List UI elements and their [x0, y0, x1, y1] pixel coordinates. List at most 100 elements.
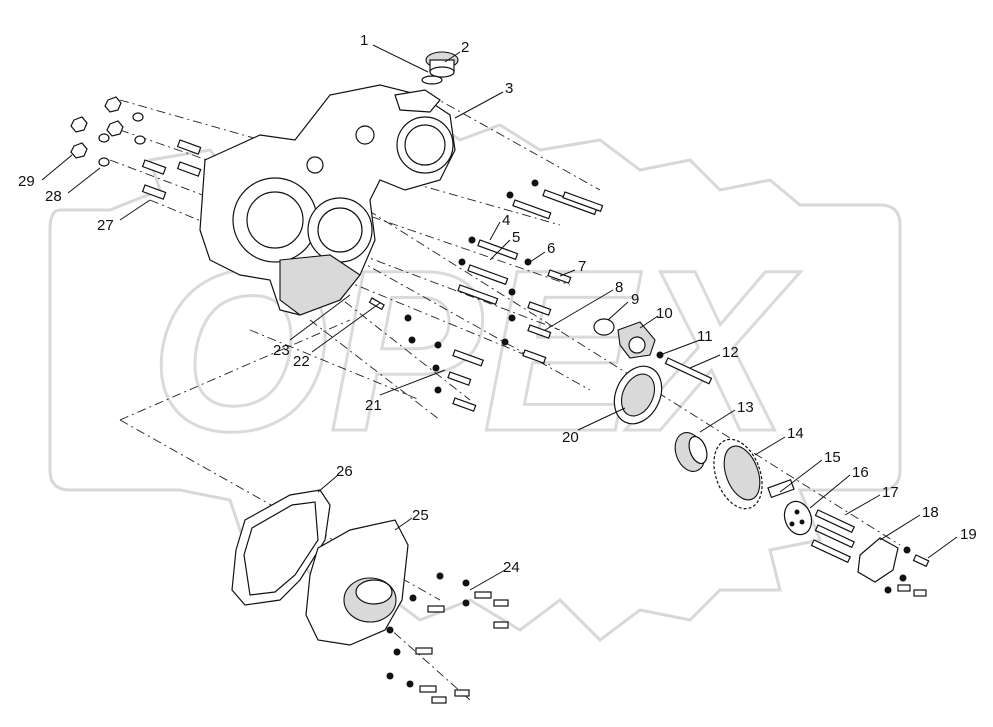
callout-label: 18: [922, 504, 939, 521]
leader-line: [809, 474, 851, 509]
axis-line: [109, 159, 561, 331]
washer-dot: [903, 546, 911, 554]
washer-dot: [884, 586, 892, 594]
leader-line: [489, 221, 501, 241]
callout-label: 14: [787, 425, 804, 442]
short-bolt: [897, 584, 911, 592]
callout-label: 22: [293, 353, 310, 370]
short-bolt: [547, 269, 572, 284]
washer-dot: [386, 626, 394, 634]
washer-dot: [458, 258, 466, 266]
leader-line: [639, 315, 659, 329]
short-bolt: [454, 689, 470, 697]
leader-line: [379, 369, 446, 396]
short-bolt: [415, 647, 433, 655]
callout-label: 10: [656, 305, 673, 322]
callout-label: 28: [45, 188, 62, 205]
nut: [70, 142, 88, 159]
washer-dot: [531, 179, 539, 187]
housing-bolts: [368, 179, 604, 412]
short-bolt: [431, 696, 447, 704]
short-bolt: [912, 554, 930, 568]
leader-line: [689, 354, 721, 369]
end-cover: [857, 537, 899, 583]
callout-label: 5: [512, 229, 520, 246]
leader-line: [372, 44, 429, 73]
callout-label: 8: [615, 279, 623, 296]
leader-line: [317, 474, 339, 493]
right-components: [593, 318, 713, 425]
callout-label: 4: [502, 212, 510, 229]
callout-label: 20: [562, 429, 579, 446]
washer-dot: [462, 579, 470, 587]
washer-dot: [506, 191, 514, 199]
housing-bore-left-inner: [246, 191, 304, 249]
callout-label: 3: [505, 80, 513, 97]
callout-label: 19: [960, 526, 977, 543]
seal-ring: [593, 318, 615, 336]
callout-label: 1: [360, 32, 368, 49]
housing-boss: [306, 156, 324, 174]
axis-line: [379, 619, 471, 701]
callout-labels: 1 2 3 4 5 6 7 8 9 10 11 12 13 14 15 16 1…: [18, 32, 977, 576]
leader-line: [699, 409, 736, 433]
washer: [98, 157, 110, 167]
leader-line: [469, 569, 506, 591]
cap-assembly: [421, 51, 459, 85]
callout-label: 27: [97, 217, 114, 234]
long-bolt: [664, 357, 713, 385]
callout-label: 15: [824, 449, 841, 466]
washer-dot: [899, 574, 907, 582]
short-bolt: [493, 599, 509, 607]
housing-top-boss: [394, 89, 441, 113]
washer-dot: [434, 341, 442, 349]
leader-line: [311, 302, 381, 353]
stud-bolt: [141, 184, 167, 200]
callout-label: 13: [737, 399, 754, 416]
watermark: OPEX: [48, 118, 902, 642]
short-bolt: [452, 349, 484, 367]
short-bolt: [474, 591, 492, 599]
gasket-inner: [243, 501, 319, 596]
washer-dot: [404, 314, 412, 322]
callout-label: 23: [273, 342, 290, 359]
stud-bolt: [141, 159, 167, 175]
washer-dot: [409, 594, 417, 602]
leader-line: [879, 514, 921, 541]
long-bolt: [477, 239, 519, 261]
axis-line: [429, 94, 601, 191]
washer-dot: [408, 336, 416, 344]
leader-line: [754, 436, 786, 456]
short-bolt: [527, 324, 552, 339]
washer-dot: [434, 386, 442, 394]
long-bolt: [562, 191, 604, 213]
leader-line: [67, 167, 101, 194]
long-bolt: [457, 284, 499, 306]
leader-line: [779, 459, 823, 493]
leader-line: [927, 536, 958, 559]
washer-dot: [432, 364, 440, 372]
short-bolt: [419, 685, 437, 693]
gear-housing: [199, 84, 456, 316]
washer-dot: [462, 599, 470, 607]
shaft-seal-inner: [620, 373, 656, 417]
callout-label: 17: [882, 484, 899, 501]
washer-dot: [468, 236, 476, 244]
leader-line: [454, 91, 504, 119]
long-bolt: [814, 524, 856, 549]
short-bolt: [427, 605, 445, 613]
callout-label: 9: [631, 291, 639, 308]
washer-dot: [393, 648, 401, 656]
front-cover-boss-face: [355, 579, 393, 605]
o-ring: [421, 75, 443, 85]
stud-bolt: [176, 161, 202, 177]
left-fasteners: [70, 96, 202, 200]
washer: [98, 133, 110, 143]
leader-lines: [41, 44, 958, 591]
housing-lower-lobe: [279, 254, 361, 316]
callout-label: 24: [503, 559, 520, 576]
washer-dot: [436, 572, 444, 580]
axis-line: [119, 129, 571, 286]
axis-line: [119, 319, 351, 421]
